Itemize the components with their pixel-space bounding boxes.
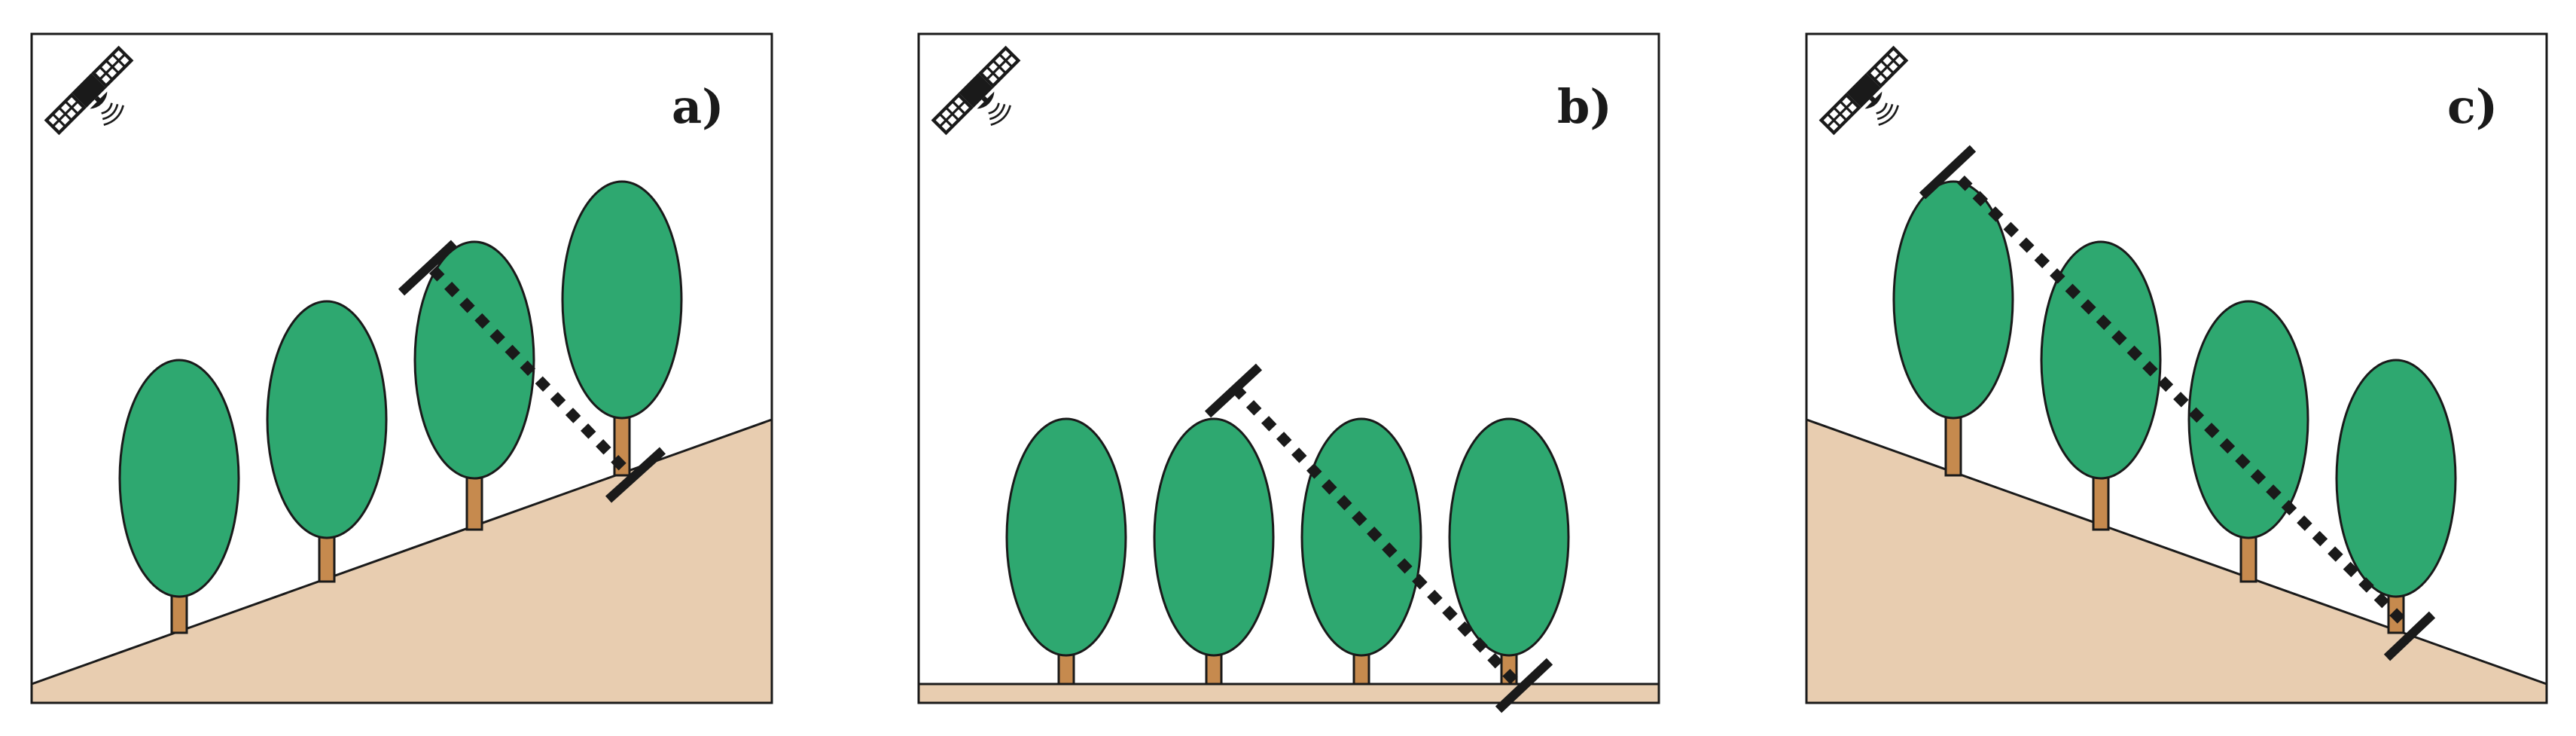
panel-a-tree-2: [266, 300, 388, 583]
panel-b-tree-2: [1153, 417, 1275, 686]
panel-a-top-sensor: [398, 240, 458, 296]
panel-b-sensor-path: [1230, 384, 1522, 688]
panel-a-ground-sensor: [605, 447, 666, 503]
panel-b-tree-4: [1448, 417, 1570, 686]
panel-c-ground: [1806, 420, 2547, 703]
panel-a-ground: [32, 420, 772, 703]
panel-c-top-sensor: [1919, 145, 1977, 200]
panel-c-ground-sensor: [2383, 611, 2436, 661]
panel-b-tree-1: [1005, 417, 1127, 686]
panel-b-ground: [919, 684, 1659, 703]
panel-a-tree-3: [413, 240, 535, 531]
panel-c-label: c): [2447, 79, 2498, 134]
panel-c-tree-3: [2187, 300, 2309, 583]
panel-b-top-sensor: [1204, 363, 1263, 418]
panel-a-sensor-path: [428, 266, 628, 472]
panel-c-ground-line: [1806, 418, 2547, 686]
panel-b-ground-sensor: [1495, 658, 1553, 713]
panel-c-tree-1: [1892, 180, 2014, 477]
panel-b: b): [917, 32, 1660, 713]
panel-c-sensor-path: [1957, 176, 2407, 626]
panel-b-tree-3: [1300, 417, 1422, 686]
panel-c-tree-2: [2040, 240, 2162, 531]
panel-a-tree-1: [118, 359, 240, 634]
panel-b-label: b): [1557, 79, 1612, 134]
panel-a-label: a): [672, 79, 724, 134]
panel-c-tree-4: [2335, 359, 2457, 634]
panel-a: a): [30, 32, 773, 704]
panel-c: c): [1805, 32, 2548, 704]
